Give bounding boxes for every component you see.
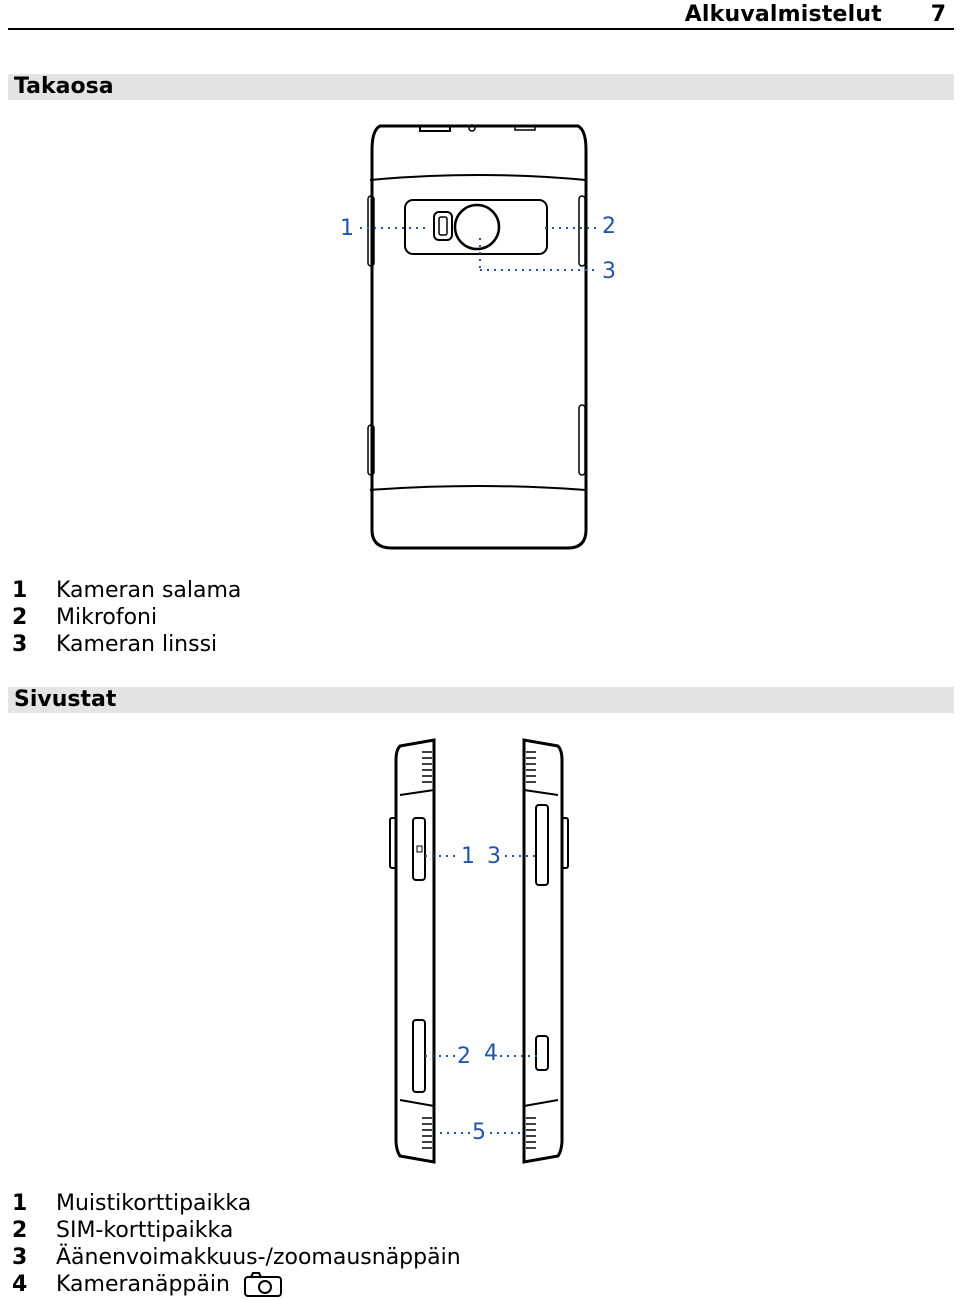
- callout-side-1: 1: [461, 844, 475, 869]
- legend-item: 2 SIM-korttipaikka: [12, 1217, 461, 1244]
- legend-number: 2: [12, 605, 28, 630]
- callout-back-3: 3: [602, 259, 616, 284]
- legend-number: 1: [12, 578, 28, 603]
- legend-item: 3 Äänenvoimakkuus-/zoomausnäppäin: [12, 1244, 461, 1271]
- legend-number: 2: [12, 1218, 28, 1243]
- legend-label: Kameranäppäin: [56, 1272, 230, 1297]
- legend-item: 3 Kameran linssi: [12, 631, 241, 658]
- callout-back-2: 2: [602, 214, 616, 239]
- legend-label: Kameran linssi: [56, 632, 218, 657]
- page-header: Alkuvalmistelut 7: [8, 0, 954, 30]
- callout-side-5: 5: [472, 1120, 486, 1145]
- legend-number: 4: [12, 1272, 28, 1297]
- chapter-title: Alkuvalmistelut: [684, 2, 882, 27]
- legend-number: 1: [12, 1191, 28, 1216]
- legend-label: Kameran salama: [56, 578, 242, 603]
- section-title-sides: Sivustat: [14, 687, 117, 712]
- legend-label: Mikrofoni: [56, 605, 158, 630]
- legend-number: 3: [12, 1245, 28, 1270]
- legend-sides: 1 Muistikorttipaikka 2 SIM-korttipaikka 3 Ä…: [12, 1190, 461, 1298]
- legend-item: 2 Mikrofoni: [12, 604, 241, 631]
- callout-side-3: 3: [487, 844, 501, 869]
- legend-number: 3: [12, 632, 28, 657]
- page-number: 7: [930, 2, 946, 27]
- callout-side-4: 4: [484, 1041, 498, 1066]
- callout-side-2: 2: [457, 1044, 471, 1069]
- callout-back-1: 1: [340, 216, 354, 241]
- legend-label: Muistikorttipaikka: [56, 1191, 252, 1216]
- legend-label: SIM-korttipaikka: [56, 1218, 234, 1243]
- legend-back: 1 Kameran salama 2 Mikrofoni 3 Kameran lins…: [12, 577, 241, 658]
- section-heading-back: Takaosa: [8, 74, 954, 100]
- legend-label: Äänenvoimakkuus-/zoomausnäppäin: [56, 1245, 461, 1270]
- section-title-back: Takaosa: [14, 74, 114, 99]
- section-heading-sides: Sivustat: [8, 687, 954, 713]
- legend-item: 4 Kameranäppäin: [12, 1271, 461, 1298]
- legend-item: 1 Muistikorttipaikka: [12, 1190, 461, 1217]
- camera-icon: [243, 1272, 282, 1297]
- legend-item: 1 Kameran salama: [12, 577, 241, 604]
